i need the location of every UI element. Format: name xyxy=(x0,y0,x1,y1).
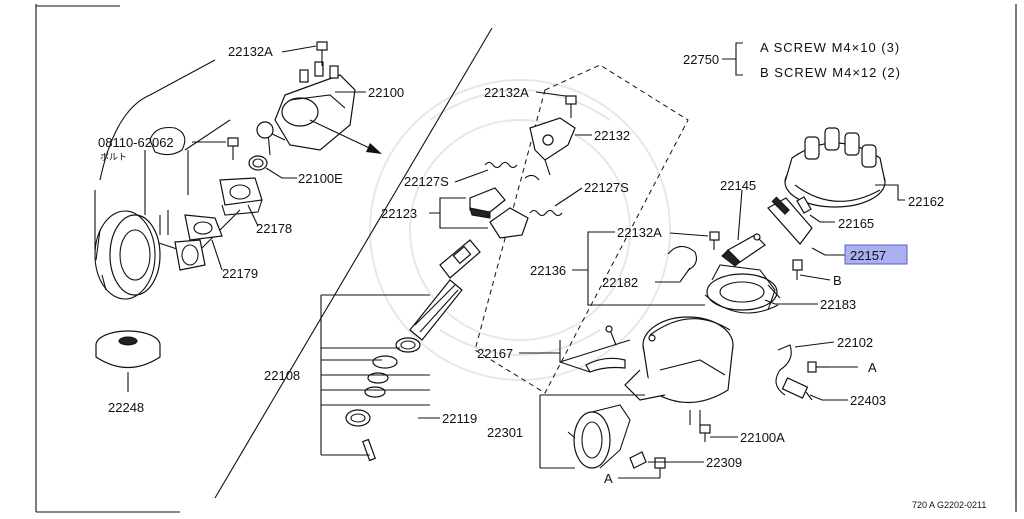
label-22127s-right: 22127S xyxy=(584,180,629,195)
vacuum-bracket-22132 xyxy=(529,95,577,176)
spring-22127s-left xyxy=(484,161,518,169)
frame xyxy=(35,4,1017,513)
legend-line-b: B SCREW M4×12 (2) xyxy=(760,65,901,80)
label-a-mid: A xyxy=(868,360,877,375)
label-22136: 22136 xyxy=(530,263,566,278)
distributor-assembly-left xyxy=(256,61,356,156)
contact-set-22145 xyxy=(721,233,766,267)
bolt-08110 xyxy=(227,137,239,160)
label-22108: 22108 xyxy=(264,368,300,383)
label-b: B xyxy=(833,273,842,288)
label-22100e: 22100E xyxy=(298,171,343,186)
label-22123: 22123 xyxy=(381,206,417,221)
screw-a-bottom xyxy=(654,457,666,478)
label-22132a-top: 22132A xyxy=(228,44,273,59)
label-22165: 22165 xyxy=(838,216,874,231)
label-22132a-mid: 22132A xyxy=(484,85,529,100)
label-22100a: 22100A xyxy=(740,430,785,445)
label-22178: 22178 xyxy=(256,221,292,236)
vacuum-unit-22301 xyxy=(567,404,631,469)
arrow-right xyxy=(309,119,382,154)
screw-a-mid xyxy=(807,361,830,373)
rotor-22157 xyxy=(767,196,813,245)
label-a-bottom: A xyxy=(604,471,613,486)
bracket-22301 xyxy=(539,394,645,469)
label-22127s-left: 22127S xyxy=(404,174,449,189)
gasket-22178 xyxy=(219,177,263,216)
label-22157[interactable]: 22157 xyxy=(850,248,886,263)
label-22145: 22145 xyxy=(720,178,756,193)
label-22119: 22119 xyxy=(442,411,477,426)
distributor-cap-22162 xyxy=(784,127,886,208)
dashed-group-box xyxy=(474,64,689,394)
label-22102: 22102 xyxy=(837,335,873,350)
o-ring-22100e xyxy=(248,155,268,171)
label-08110-sub: ボルト xyxy=(100,152,127,162)
label-08110-62062: 08110-62062 xyxy=(98,135,174,150)
legend-line-a: A SCREW M4×10 (3) xyxy=(760,40,900,55)
label-22100: 22100 xyxy=(368,85,404,100)
bolt-22132a-top xyxy=(316,41,328,66)
label-22132a-right: 22132A xyxy=(617,225,662,240)
label-22182: 22182 xyxy=(602,275,638,290)
footer-code: 720 A G2202-0211 xyxy=(912,500,986,510)
label-22179: 22179 xyxy=(222,266,258,281)
label-22162: 22162 xyxy=(908,194,944,209)
breaker-plate-22136 xyxy=(704,264,781,314)
wire-22403 xyxy=(775,344,813,401)
shaft-22108 xyxy=(345,239,481,462)
cap-22248 xyxy=(95,330,161,392)
pin-22167 xyxy=(559,325,656,373)
label-22167: 22167 xyxy=(477,346,513,361)
label-22309: 22309 xyxy=(706,455,742,470)
clip-22309 xyxy=(629,451,647,469)
clip-22182 xyxy=(667,245,697,271)
legend-ref-22750: 22750 xyxy=(683,52,719,67)
label-22132: 22132 xyxy=(594,128,630,143)
screw-22132a-right xyxy=(709,231,720,250)
bracket-22108 xyxy=(320,294,430,456)
label-22183: 22183 xyxy=(820,297,856,312)
gasket-22179 xyxy=(174,214,223,271)
housing-22100-body xyxy=(624,316,734,425)
highlight-box-22157 xyxy=(844,244,908,265)
label-22301: 22301 xyxy=(487,425,523,440)
screw-b xyxy=(792,259,803,280)
label-22248: 22248 xyxy=(108,400,144,415)
screw-22100a xyxy=(699,424,711,442)
label-22403: 22403 xyxy=(850,393,886,408)
leader-lines xyxy=(192,42,905,479)
weights-22123 xyxy=(469,187,529,239)
separator-line xyxy=(214,27,493,499)
carbon-22165 xyxy=(796,196,812,214)
spring-22127s-right xyxy=(529,209,563,217)
engine-block xyxy=(94,59,241,300)
